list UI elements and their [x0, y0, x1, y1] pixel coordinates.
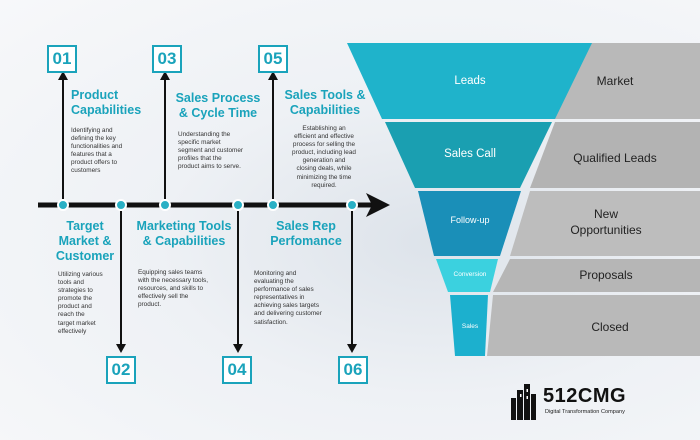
timeline-dot-6	[346, 199, 358, 211]
timeline-arrow-head	[366, 193, 390, 217]
funnel-label-leads: Leads	[454, 75, 486, 87]
outcome-bar-5	[487, 295, 700, 356]
building-logo-icon	[511, 384, 536, 420]
logo-tagline: Digital Transformation Company	[545, 409, 625, 415]
funnel-label-sales: Sales	[461, 323, 479, 330]
timeline-dot-5	[267, 199, 279, 211]
funnel-leads	[347, 43, 592, 119]
step-number-02: 02	[106, 356, 136, 384]
outcome-label-closed: Closed	[591, 320, 629, 334]
step-title-4: Marketing Tools& Capabilities	[136, 219, 232, 248]
step-title-5: Sales Tools &Capabilities	[284, 88, 366, 117]
timeline-dot-4	[232, 199, 244, 211]
timeline-dot-1	[57, 199, 69, 211]
outcome-bar-4	[493, 259, 700, 292]
step-number-04: 04	[222, 356, 252, 384]
outcome-bar-2	[530, 122, 700, 188]
funnel-label-sales-call: Sales Call	[444, 148, 496, 160]
step-number-03: 03	[152, 45, 182, 73]
funnel-sales-call	[385, 122, 552, 188]
funnel-conversion	[436, 259, 498, 292]
step-title-3: Sales Process& Cycle Time	[175, 91, 261, 120]
step-number-06: 06	[338, 356, 368, 384]
funnel-label-follow-up: Follow-up	[450, 215, 490, 225]
outcome-label-qualified-leads: Qualified Leads	[573, 151, 657, 165]
outcome-label-market: Market	[596, 74, 634, 88]
logo-name: 512CMG	[543, 385, 627, 407]
timeline-dot-3	[159, 199, 171, 211]
funnel-label-conversion: Conversion	[453, 271, 487, 278]
funnel-follow-up	[418, 191, 521, 256]
funnel-sales	[450, 295, 488, 356]
step-number-05: 05	[258, 45, 288, 73]
step-number-01: 01	[47, 45, 77, 73]
outcome-bar-3	[510, 191, 700, 256]
timeline-dot-2	[115, 199, 127, 211]
outcome-label-proposals: Proposals	[579, 268, 633, 282]
